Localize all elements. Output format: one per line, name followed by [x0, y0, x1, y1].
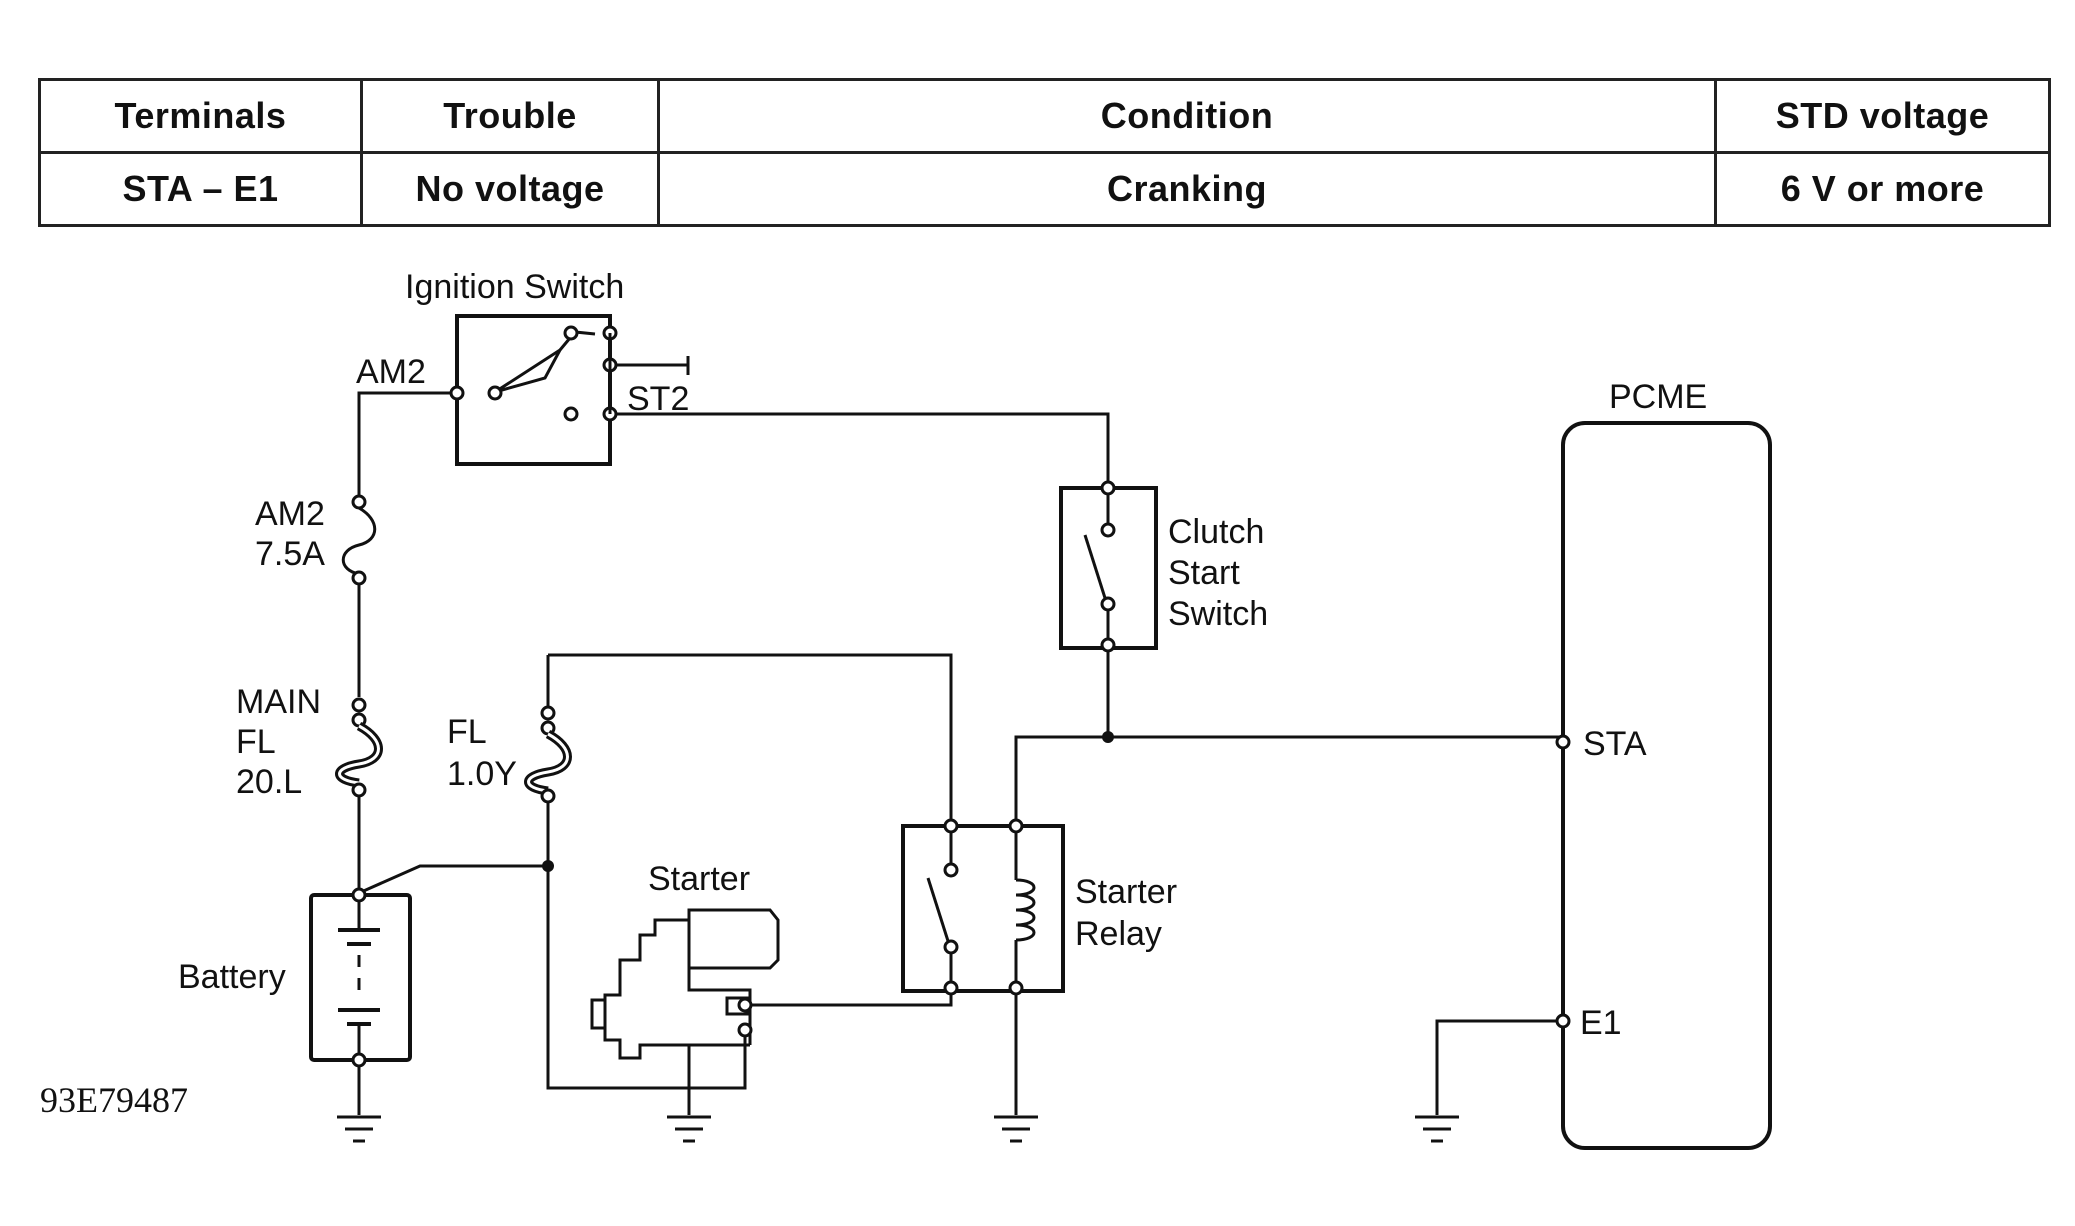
ignition-switch: [449, 314, 618, 466]
starter-ground-icon: [667, 1115, 711, 1143]
am2-fuse-name-label: AM2: [255, 495, 325, 533]
pcme-label: PCME: [1609, 378, 1707, 416]
e1-ground-icon: [1415, 1115, 1459, 1143]
main-fusible-link: [335, 697, 383, 798]
header-condition: Condition: [657, 78, 1717, 154]
cell-condition: Cranking: [657, 151, 1717, 227]
st2-terminal-label: ST2: [627, 380, 689, 418]
battery-label: Battery: [178, 958, 286, 996]
ground-symbols: [337, 1115, 1459, 1143]
main-fl-label-1: MAIN: [236, 683, 321, 721]
am2-fuse: [341, 494, 377, 586]
relay-ground-icon: [994, 1115, 1038, 1143]
ignition-switch-label: Ignition Switch: [405, 268, 624, 306]
header-std-voltage: STD voltage: [1714, 78, 2051, 154]
am2-terminal-label: AM2: [356, 353, 426, 391]
spec-table: Terminals Trouble Condition STD voltage …: [38, 78, 2051, 227]
table-header-row: Terminals Trouble Condition STD voltage: [38, 78, 2051, 154]
starter-motor: [590, 908, 780, 1060]
am2-fuse-rating-label: 7.5A: [255, 535, 325, 573]
figure-code: 93E79487: [40, 1080, 188, 1120]
table-row: STA – E1 No voltage Cranking 6 V or more: [38, 151, 2051, 227]
clutch-label-2: Start: [1168, 554, 1240, 592]
battery-ground-icon: [337, 1115, 381, 1143]
pcme-module: [1555, 421, 1772, 1150]
labels: Ignition Switch AM2 ST2 AM2 7.5A MAIN FL…: [40, 268, 1707, 1120]
sta-junction-dot: [1102, 731, 1114, 743]
fl-fusible-link: [524, 705, 572, 804]
main-fl-label-3: 20.L: [236, 763, 302, 801]
starter-relay: [901, 818, 1065, 996]
clutch-start-switch: [1059, 480, 1158, 653]
main-fl-label-2: FL: [236, 723, 276, 761]
starter-relay-label-2: Relay: [1075, 915, 1162, 953]
cell-trouble: No voltage: [360, 151, 660, 227]
sta-terminal-label: STA: [1583, 725, 1647, 763]
clutch-label-1: Clutch: [1168, 513, 1264, 551]
header-terminals: Terminals: [38, 78, 363, 154]
fl-label-1: FL: [447, 713, 487, 751]
cell-terminals: STA – E1: [38, 151, 363, 227]
fl-junction-dot: [542, 860, 554, 872]
battery: [309, 887, 412, 1068]
clutch-label-3: Switch: [1168, 595, 1268, 633]
cell-std-voltage: 6 V or more: [1714, 151, 2051, 227]
header-trouble: Trouble: [360, 78, 660, 154]
starter-label: Starter: [648, 860, 750, 898]
e1-terminal-label: E1: [1580, 1004, 1622, 1042]
fl-label-2: 1.0Y: [447, 755, 517, 793]
wires: [357, 356, 1563, 1115]
starter-relay-label-1: Starter: [1075, 873, 1177, 911]
